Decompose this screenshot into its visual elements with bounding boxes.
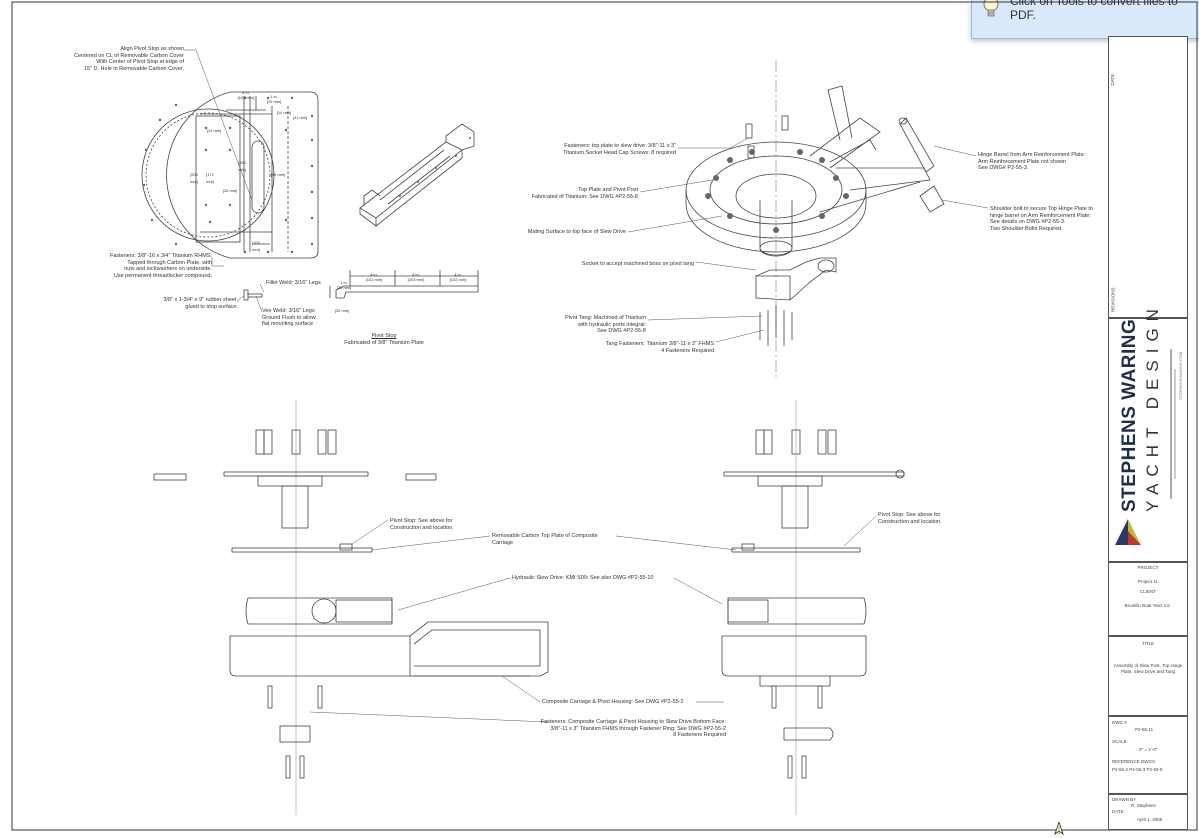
revisions-block: DATE REVISIONS <box>1108 36 1188 318</box>
dim-label: 4 in. [102 mm] <box>449 272 467 282</box>
dim-label: [13 mm] <box>206 128 222 133</box>
dim-label: 1 in. [25 mm] <box>266 94 282 104</box>
note-vee-weld: Vee Weld: 3/16" Legs Ground Flush to all… <box>262 308 316 327</box>
sail-logo-icon <box>1115 519 1141 545</box>
right-section-assembly <box>721 429 905 779</box>
note-mating-surface: Mating Surface to top face of Slew Drive <box>527 229 626 235</box>
mouse-cursor-icon <box>1054 822 1064 836</box>
dim-label: [150 mm] <box>238 160 246 172</box>
note-top-plate: Top Plate and Pivot Post Fabricated of T… <box>531 187 638 200</box>
brand-website: STEPHENSWARING.COM <box>1178 351 1183 400</box>
title-value: Assembly of Slew Post, Top Hinge Plate, … <box>1113 663 1183 674</box>
slew-post-isometric <box>685 85 945 346</box>
note-hinge-barrel: Hinge Barrel from Arm Reinforcement Plat… <box>978 152 1086 171</box>
drawn-label: DRAWN BY <box>1112 797 1137 802</box>
dim-label: 8 in. [203 mm] <box>407 272 425 282</box>
dim-label: 1 in. [25 mm] <box>336 280 352 290</box>
left-section-assembly <box>153 429 549 779</box>
note-shoulder-bolt: Shoulder bolt to secure Top Hinge Plate … <box>990 206 1093 232</box>
note-fasteners-rhms: Fasteners: 3/8"-16 x 3/4" Titanium RHMS,… <box>109 253 212 279</box>
drawn-block: DRAWN BY R. Stephens DATE April 1, 2009 <box>1108 794 1188 830</box>
dim-label: 4 in. [102 mm] <box>365 272 383 282</box>
note-pivot-stop-left: Pivot Stop: See above for Construction a… <box>390 518 454 531</box>
pivot-stop-isometric <box>359 123 475 227</box>
project-value: Project 11 <box>1138 579 1158 584</box>
dwg-value: P2-55-11 <box>1135 727 1154 732</box>
banner-text: Click on Tools to convert files to PDF. <box>1010 0 1178 22</box>
date-label: DATE <box>1110 73 1116 86</box>
pivot-stop-subtitle: Fabricated of 3/8" Titanium Plate <box>344 340 424 346</box>
note-tang-fasteners: Tang Fasteners: Titanium 3/8"-11 x 3" FH… <box>605 341 714 354</box>
dim-label: 4 in. [102 mm] <box>237 90 255 100</box>
note-slew-drive: Hydraulic Slew Drive: KMI S09: See also … <box>512 575 654 581</box>
dim-label: [102 mm] <box>252 240 260 252</box>
dim-label: [16 mm] <box>222 188 238 193</box>
drawn-value: R. Stephens <box>1131 803 1156 808</box>
divider-ornament-icon <box>1170 349 1176 499</box>
note-rubber-sheet: 3/8" x 1-3/4" x 9" rubber sheet, glued t… <box>163 297 238 310</box>
carbon-cover-plan-view <box>141 91 319 259</box>
note-removable-plate: Removable Carbon Top Plate of Composite … <box>492 533 598 546</box>
brand-subtitle: YACHT DESIGN <box>1143 302 1162 512</box>
dim-label: [41 mm] <box>292 115 308 120</box>
brand-block <box>1108 318 1188 562</box>
dwg-label: DWG # <box>1112 720 1127 725</box>
note-fasteners-bottom: Fasteners: Composite Carriage & Pivot Ho… <box>540 719 726 738</box>
project-label: PROJECT <box>1137 565 1159 570</box>
note-socket: Socket to accept machined boss on pivot … <box>581 261 694 267</box>
client-value: Brooklin Boat Yard, Inc. <box>1124 603 1172 608</box>
note-composite-carriage: Composite Carriage & Pivot Housing: See … <box>542 699 684 705</box>
dim-label: [49 mm] <box>270 172 286 177</box>
pivot-stop-side-profile <box>329 270 479 299</box>
dim-label: [25 mm] <box>334 308 350 313</box>
drawing-info-block: DWG # P2-55-11 SCALE 3" = 1'-0" REFERENC… <box>1108 716 1188 794</box>
reference-label: REFERENCE DWGS <box>1112 759 1156 764</box>
scale-label: SCALE <box>1112 739 1127 744</box>
reference-value: P2-55-2 P2-55-3 P2-55-8 <box>1112 767 1163 772</box>
pivot-stop-end-view <box>243 289 249 301</box>
brand-name: STEPHENS WARING <box>1119 318 1140 512</box>
title-block: TITLE Assembly of Slew Post, Top Hinge P… <box>1108 636 1188 716</box>
note-fasteners-top: Fasteners: top plate to slew drive: 3/8"… <box>563 143 676 156</box>
dated-label: DATE <box>1112 809 1124 814</box>
client-label: CLIENT <box>1139 589 1156 594</box>
notification-banner[interactable]: Click on Tools to convert files to PDF. <box>971 0 1199 39</box>
note-fillet-weld: Fillet Weld: 3/16" Legs <box>266 280 321 286</box>
title-label: TITLE <box>1141 641 1155 646</box>
revisions-label: REVISIONS <box>1110 287 1116 313</box>
note-align-pivot: Align Pivot Stop as shown Centered on CL… <box>74 46 184 72</box>
note-pivot-stop-right: Pivot Stop: See above for Construction a… <box>878 512 942 525</box>
dated-value: April 1, 2009 <box>1137 817 1163 822</box>
project-block: PROJECT Project 11 CLIENT Brooklin Boat … <box>1108 562 1188 636</box>
pivot-stop-title: Pivot Stop <box>371 333 397 339</box>
dim-label: [172 mm] <box>206 172 214 184</box>
scale-value: 3" = 1'-0" <box>1139 747 1158 752</box>
dim-label: [14 mm] <box>276 110 292 115</box>
note-pivot-tang: Pivot Tang: Machined of Titanium with hy… <box>565 315 646 334</box>
lightbulb-icon <box>983 0 999 17</box>
dim-label: [200 mm] <box>190 172 198 184</box>
